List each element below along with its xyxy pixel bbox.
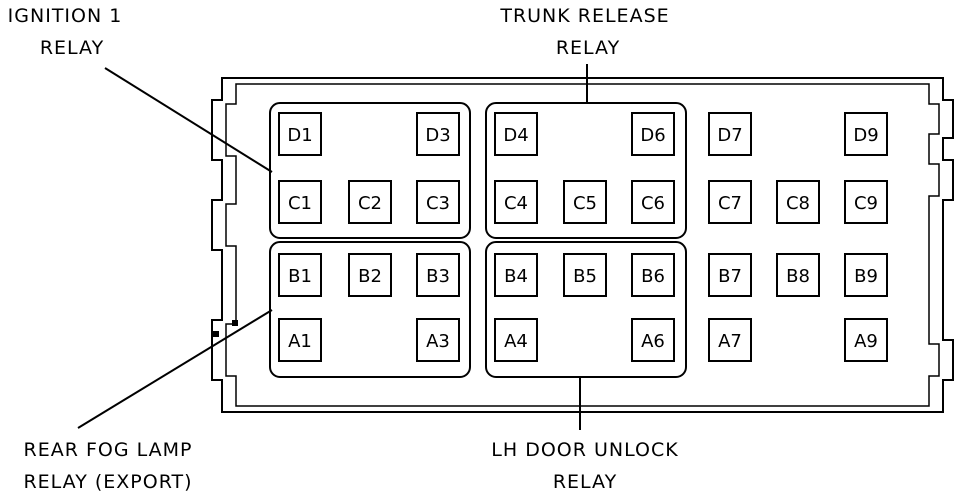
- svg-text:B4: B4: [504, 266, 528, 287]
- trunk-release-relay-label: TRUNK RELEASE: [499, 5, 669, 27]
- svg-text:A7: A7: [718, 331, 742, 352]
- svg-text:B2: B2: [358, 266, 382, 287]
- cell-c1: C1: [278, 180, 322, 224]
- cell-b2: B2: [348, 253, 392, 297]
- cell-a4: A4: [494, 318, 538, 362]
- ignition-leader-line: [104, 67, 273, 173]
- cell-a9: A9: [844, 318, 888, 362]
- lh-door-unlock-relay-group: [485, 241, 687, 378]
- rear-fog-lamp-relay-group: [269, 241, 471, 378]
- cell-c3: C3: [416, 180, 460, 224]
- ignition-relay-label: IGNITION 1: [8, 5, 123, 27]
- cell-b8: B8: [776, 253, 820, 297]
- cell-c5: C5: [563, 180, 607, 224]
- svg-text:D6: D6: [640, 125, 665, 146]
- svg-text:C3: C3: [426, 193, 450, 214]
- lh-door-unlock-relay-label: LH DOOR UNLOCK: [491, 439, 678, 461]
- cell-b3: B3: [416, 253, 460, 297]
- cell-b4: B4: [494, 253, 538, 297]
- cell-d9: D9: [844, 112, 888, 156]
- cell-b1: B1: [278, 253, 322, 297]
- svg-text:D3: D3: [425, 125, 450, 146]
- cell-c6: C6: [631, 180, 675, 224]
- svg-text:B6: B6: [641, 266, 665, 287]
- cell-c2: C2: [348, 180, 392, 224]
- ignition-relay-label-line2: RELAY: [40, 37, 104, 59]
- svg-text:A3: A3: [426, 331, 450, 352]
- rear-fog-lamp-relay-label: REAR FOG LAMP: [24, 439, 193, 461]
- svg-text:D1: D1: [287, 125, 312, 146]
- cell-a3: A3: [416, 318, 460, 362]
- housing-tab-mark: [213, 331, 219, 337]
- relay-cells: D1 D3 D4 D6 D7 D9 C1 C2: [278, 112, 888, 362]
- svg-text:D9: D9: [853, 125, 878, 146]
- cell-b5: B5: [563, 253, 607, 297]
- cell-d3: D3: [416, 112, 460, 156]
- svg-text:A1: A1: [288, 331, 312, 352]
- svg-text:C1: C1: [288, 193, 312, 214]
- svg-text:C6: C6: [641, 193, 665, 214]
- cell-b9: B9: [844, 253, 888, 297]
- svg-text:B3: B3: [426, 266, 450, 287]
- svg-text:C4: C4: [504, 193, 528, 214]
- cell-b6: B6: [631, 253, 675, 297]
- svg-text:D4: D4: [503, 125, 528, 146]
- svg-text:B1: B1: [288, 266, 312, 287]
- svg-text:A9: A9: [854, 331, 878, 352]
- cell-d7: D7: [708, 112, 752, 156]
- svg-text:A4: A4: [504, 331, 528, 352]
- rear-fog-lamp-relay-label-line2: RELAY (EXPORT): [23, 471, 192, 493]
- svg-text:C5: C5: [573, 193, 597, 214]
- cell-c4: C4: [494, 180, 538, 224]
- housing-tab-mark: [232, 320, 238, 326]
- svg-text:B9: B9: [854, 266, 878, 287]
- svg-text:B8: B8: [786, 266, 810, 287]
- cell-a6: A6: [631, 318, 675, 362]
- trunk-release-relay-label-line2: RELAY: [556, 37, 620, 59]
- cell-d1: D1: [278, 112, 322, 156]
- cell-c8: C8: [776, 180, 820, 224]
- svg-text:C7: C7: [718, 193, 742, 214]
- svg-text:B5: B5: [573, 266, 597, 287]
- cell-a7: A7: [708, 318, 752, 362]
- cell-d4: D4: [494, 112, 538, 156]
- fog-leader-line: [77, 309, 273, 429]
- relay-block-housing-inner: [225, 83, 940, 407]
- cell-c7: C7: [708, 180, 752, 224]
- relay-block-housing: [211, 77, 954, 413]
- svg-text:B7: B7: [718, 266, 742, 287]
- cell-a1: A1: [278, 318, 322, 362]
- cell-b7: B7: [708, 253, 752, 297]
- cell-c9: C9: [844, 180, 888, 224]
- svg-text:D7: D7: [717, 125, 742, 146]
- svg-text:C8: C8: [786, 193, 810, 214]
- svg-text:C2: C2: [358, 193, 382, 214]
- svg-text:A6: A6: [641, 331, 665, 352]
- svg-text:C9: C9: [854, 193, 878, 214]
- lh-door-unlock-relay-label-line2: RELAY: [553, 471, 617, 493]
- cell-d6: D6: [631, 112, 675, 156]
